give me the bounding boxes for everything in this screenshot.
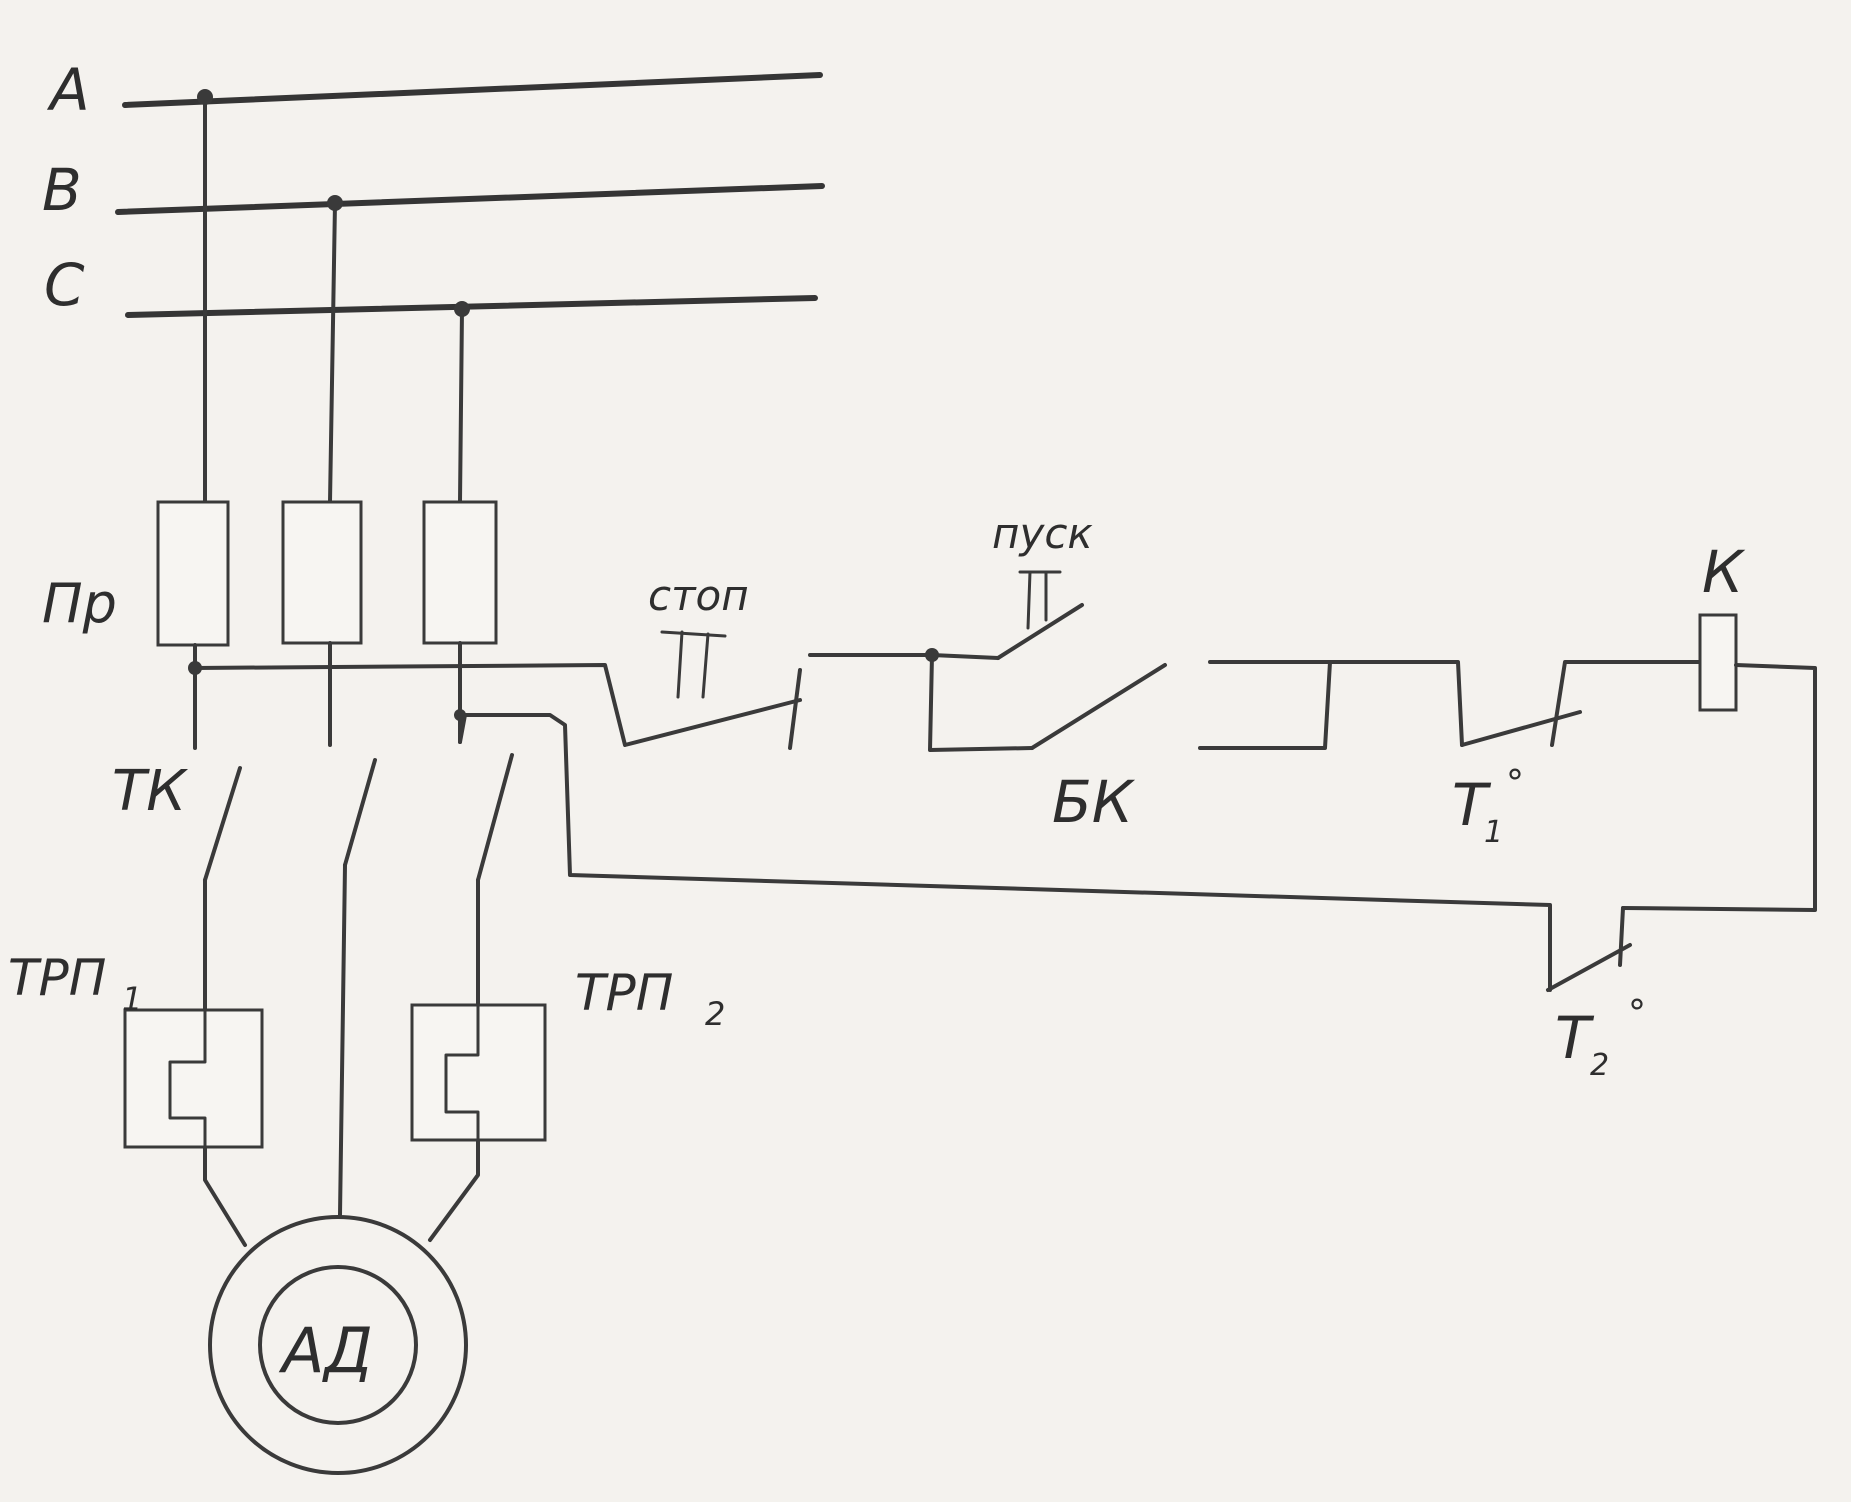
aux-contact-label: БК xyxy=(1052,768,1136,836)
start-label: пуск xyxy=(992,509,1093,558)
t2-degree: ° xyxy=(1628,993,1646,1034)
thermal-relay-2-element xyxy=(444,1003,480,1142)
main-contact-b-blade xyxy=(343,758,377,867)
motor-outer-ring xyxy=(208,1215,468,1475)
stop-button-stem-left xyxy=(676,630,684,699)
phase-c-label: C xyxy=(44,251,85,319)
thermal-relay-2-label: ТРП xyxy=(575,964,673,1022)
phase-a-bus xyxy=(122,72,823,108)
t2-right-lead xyxy=(1618,906,1625,967)
line-to-t1 xyxy=(1328,660,1464,747)
motor-lead-c xyxy=(428,1138,480,1242)
phase-b-label: B xyxy=(42,156,82,224)
contactor-coil-label: К xyxy=(1702,538,1746,606)
fuse-phase-b xyxy=(281,500,363,645)
phase-a-label: A xyxy=(46,56,90,124)
control-line-to-stop xyxy=(193,663,802,747)
thermal-relay-1-index: 1 xyxy=(122,980,142,1018)
main-contacts-label: ТК xyxy=(112,759,188,824)
main-contact-a-blade xyxy=(203,766,242,882)
t2-contact-blade xyxy=(1546,943,1632,992)
start-contact-lead xyxy=(930,653,1000,660)
thermal-relay-1-element xyxy=(168,1008,207,1149)
phase-c-bus xyxy=(125,295,818,318)
phase-b-riser xyxy=(328,201,337,504)
coil-return-line xyxy=(1621,663,1817,912)
thermal-relay-1-label: ТРП xyxy=(8,949,106,1007)
t2-index: 2 xyxy=(1590,1048,1609,1083)
t1-label: T xyxy=(1452,771,1492,839)
stop-contact-end xyxy=(788,668,802,750)
phase-b-to-motor xyxy=(338,863,347,1217)
stop-label: стоп xyxy=(648,571,749,620)
fuses-label: Пр xyxy=(42,572,117,635)
t1-degree: ° xyxy=(1506,763,1524,804)
start-contact-blade xyxy=(996,603,1084,660)
motor-inner-ring xyxy=(258,1265,418,1425)
motor-lead-a xyxy=(203,1145,247,1247)
motor-label: АД xyxy=(278,1314,373,1387)
aux-contact-return xyxy=(1198,660,1332,750)
contactor-coil xyxy=(1698,613,1738,712)
aux-contact-blade xyxy=(1030,663,1167,750)
start-button-stem-left xyxy=(1026,570,1032,630)
stop-button-stem-right xyxy=(701,632,710,699)
fuse-phase-c xyxy=(422,500,498,645)
main-contact-c-blade xyxy=(476,753,514,882)
aux-contact-bypass-left xyxy=(928,653,1034,752)
phase-c-riser xyxy=(458,307,464,504)
t1-contact-blade xyxy=(1460,710,1582,747)
control-return-node-dot xyxy=(454,709,466,721)
fuse-phase-a xyxy=(156,500,230,647)
control-return-to-phase-c xyxy=(458,713,1552,992)
t2-label: T xyxy=(1555,1004,1595,1072)
thermal-relay-1 xyxy=(123,1008,264,1149)
phase-b-bus xyxy=(115,183,825,215)
stop-button-actuator xyxy=(660,630,727,638)
thermal-relay-2-index: 2 xyxy=(705,995,725,1033)
t1-index: 1 xyxy=(1484,815,1503,850)
t1-to-coil-line xyxy=(1550,660,1702,747)
